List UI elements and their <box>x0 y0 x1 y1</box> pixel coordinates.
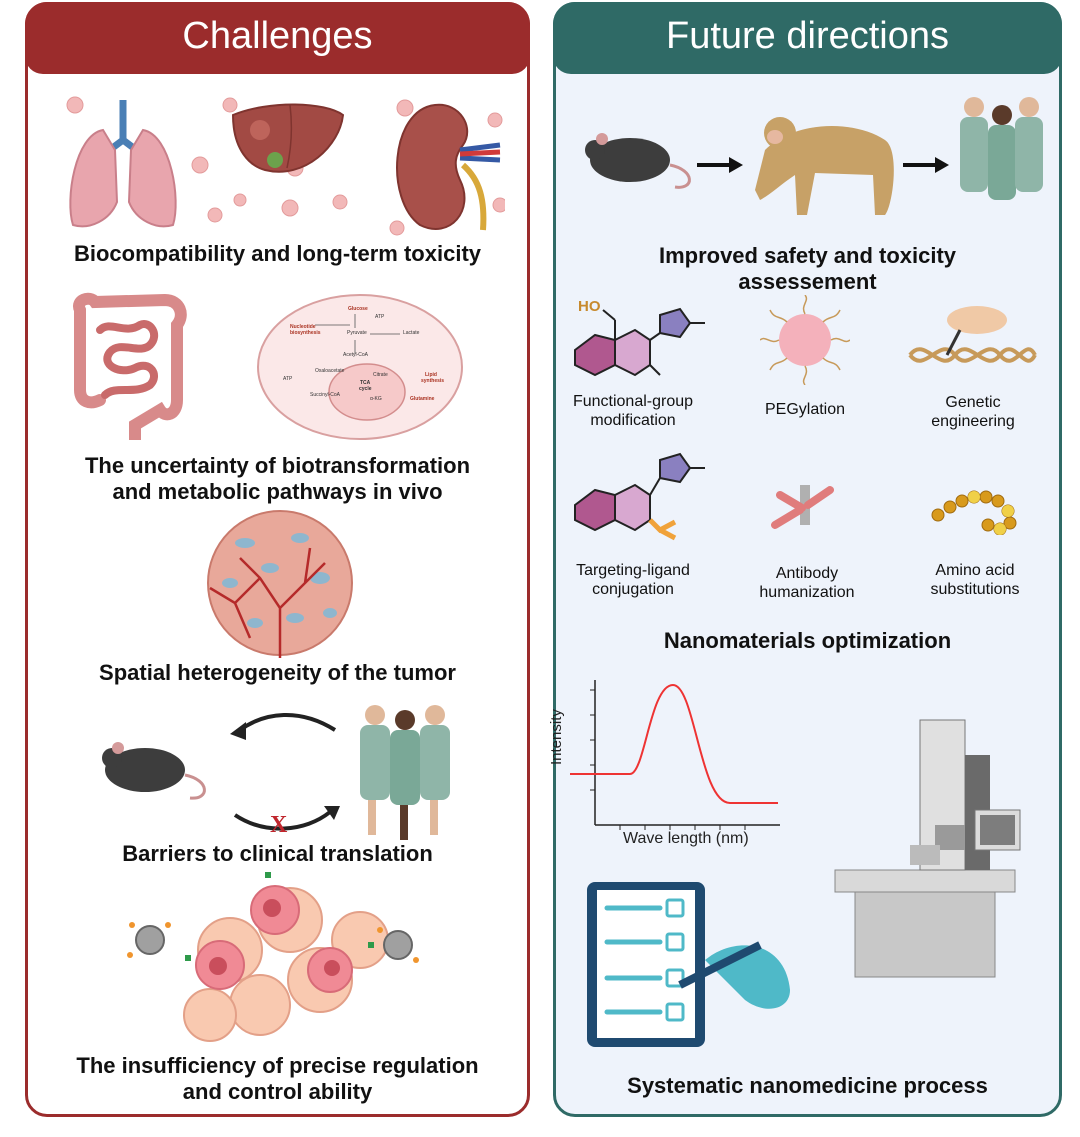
atp-label-2: ATP <box>283 376 293 382</box>
liver-icon <box>231 103 345 173</box>
succinyl-coa-label: Succinyl-CoA <box>310 392 341 398</box>
metabolic-labels: Glucose ATP Pyruvate Lactate Nucleotide … <box>255 292 465 442</box>
kidney-icon <box>396 103 501 231</box>
genetic-engineering-icon <box>908 306 1037 363</box>
amino-acid-chain-icon <box>931 490 1017 535</box>
organs-illustration <box>66 96 505 236</box>
method-label-pegylation: PEGylation <box>764 401 846 418</box>
glutamine-label: Glutamine <box>410 396 435 402</box>
method-label-amino-1: Amino acid <box>935 562 1015 579</box>
method-label-genetic-2: engineering <box>931 413 1015 430</box>
clinical-translation-illustration <box>102 705 450 840</box>
lipid-label-2: synthesis <box>421 378 445 384</box>
lipid-label-1: Lipid <box>425 372 437 378</box>
challenges-header: Challenges <box>25 2 530 74</box>
pyruvate-label: Pyruvate <box>347 330 367 336</box>
translation-blocked-mark: X <box>270 812 288 838</box>
lactate-label: Lactate <box>403 330 420 336</box>
challenge-caption-regulation-1: The insufficiency of precise regulation <box>76 1053 479 1078</box>
functional-group-molecule-icon <box>574 307 705 377</box>
mouse-icon <box>585 133 691 189</box>
challenge-caption-heterogeneity: Spatial heterogeneity of the tumor <box>99 660 456 685</box>
acetyl-coa-label: Acetyl-CoA <box>343 352 369 358</box>
hydroxyl-label: HO <box>578 298 601 315</box>
translational-models-illustration <box>585 97 1043 215</box>
method-label-antibody-1: Antibody <box>775 565 839 582</box>
challenge-caption-biotransformation-2: and metabolic pathways in vivo <box>112 479 443 504</box>
method-label-targeting-2: conjugation <box>592 581 674 598</box>
targeting-ligand-molecule-icon <box>574 452 705 541</box>
tca-label-2: cycle <box>359 386 372 392</box>
atp-label-1: ATP <box>375 314 385 320</box>
challenge-caption-barriers: Barriers to clinical translation <box>122 841 433 866</box>
lung-icon <box>69 100 177 228</box>
method-label-amino-2: substitutions <box>930 581 1020 598</box>
challenge-caption-regulation-2: and control ability <box>182 1079 373 1104</box>
metabolic-pathway-diagram <box>257 294 463 440</box>
method-label-functional-group-1: Functional-group <box>572 393 694 410</box>
intestine-illustration <box>73 292 187 440</box>
method-label-functional-group-2: modification <box>590 412 676 429</box>
spectrum-plot <box>570 680 780 830</box>
spectrum-ylabel: Intensity <box>548 709 565 765</box>
checklist-icon <box>587 882 790 1047</box>
future-caption-safety-1: Improved safety and toxicity <box>658 243 957 268</box>
nucleotide-label-1: Nucleotide <box>290 324 316 330</box>
patients-icon <box>360 705 450 840</box>
tca-label-1: TCA <box>360 380 371 386</box>
future-caption-optimization: Nanomaterials optimization <box>663 628 952 653</box>
monkey-icon <box>755 117 894 215</box>
oxaloacetate-label: Oxaloacetate <box>315 368 345 374</box>
tumor-cells-nanoparticles-illustration <box>127 872 419 1042</box>
future-caption-safety-2: assessement <box>738 269 877 294</box>
pegylation-icon <box>760 295 850 385</box>
challenge-caption-biotransformation-1: The uncertainty of biotransformation <box>84 453 471 478</box>
glucose-label: Glucose <box>348 306 368 312</box>
method-label-antibody-2: humanization <box>759 584 855 601</box>
tumor-sphere-illustration <box>207 510 353 658</box>
mouse-icon <box>102 742 206 800</box>
nucleotide-label-2: biosynthesis <box>290 330 321 336</box>
method-label-targeting-1: Targeting-ligand <box>576 562 690 579</box>
spectrum-xlabel: Wave length (nm) <box>623 830 749 847</box>
method-label-genetic-1: Genetic <box>945 394 1001 411</box>
electron-microscope-icon <box>834 719 1021 978</box>
akg-label: α-KG <box>370 396 382 402</box>
future-caption-process: Systematic nanomedicine process <box>627 1073 988 1098</box>
future-directions-header: Future directions <box>553 2 1062 74</box>
antibody-icon <box>771 485 834 529</box>
challenge-caption-biocompatibility: Biocompatibility and long-term toxicity <box>73 241 482 266</box>
patients-icon <box>960 97 1043 200</box>
citrate-label: Citrate <box>373 372 388 378</box>
